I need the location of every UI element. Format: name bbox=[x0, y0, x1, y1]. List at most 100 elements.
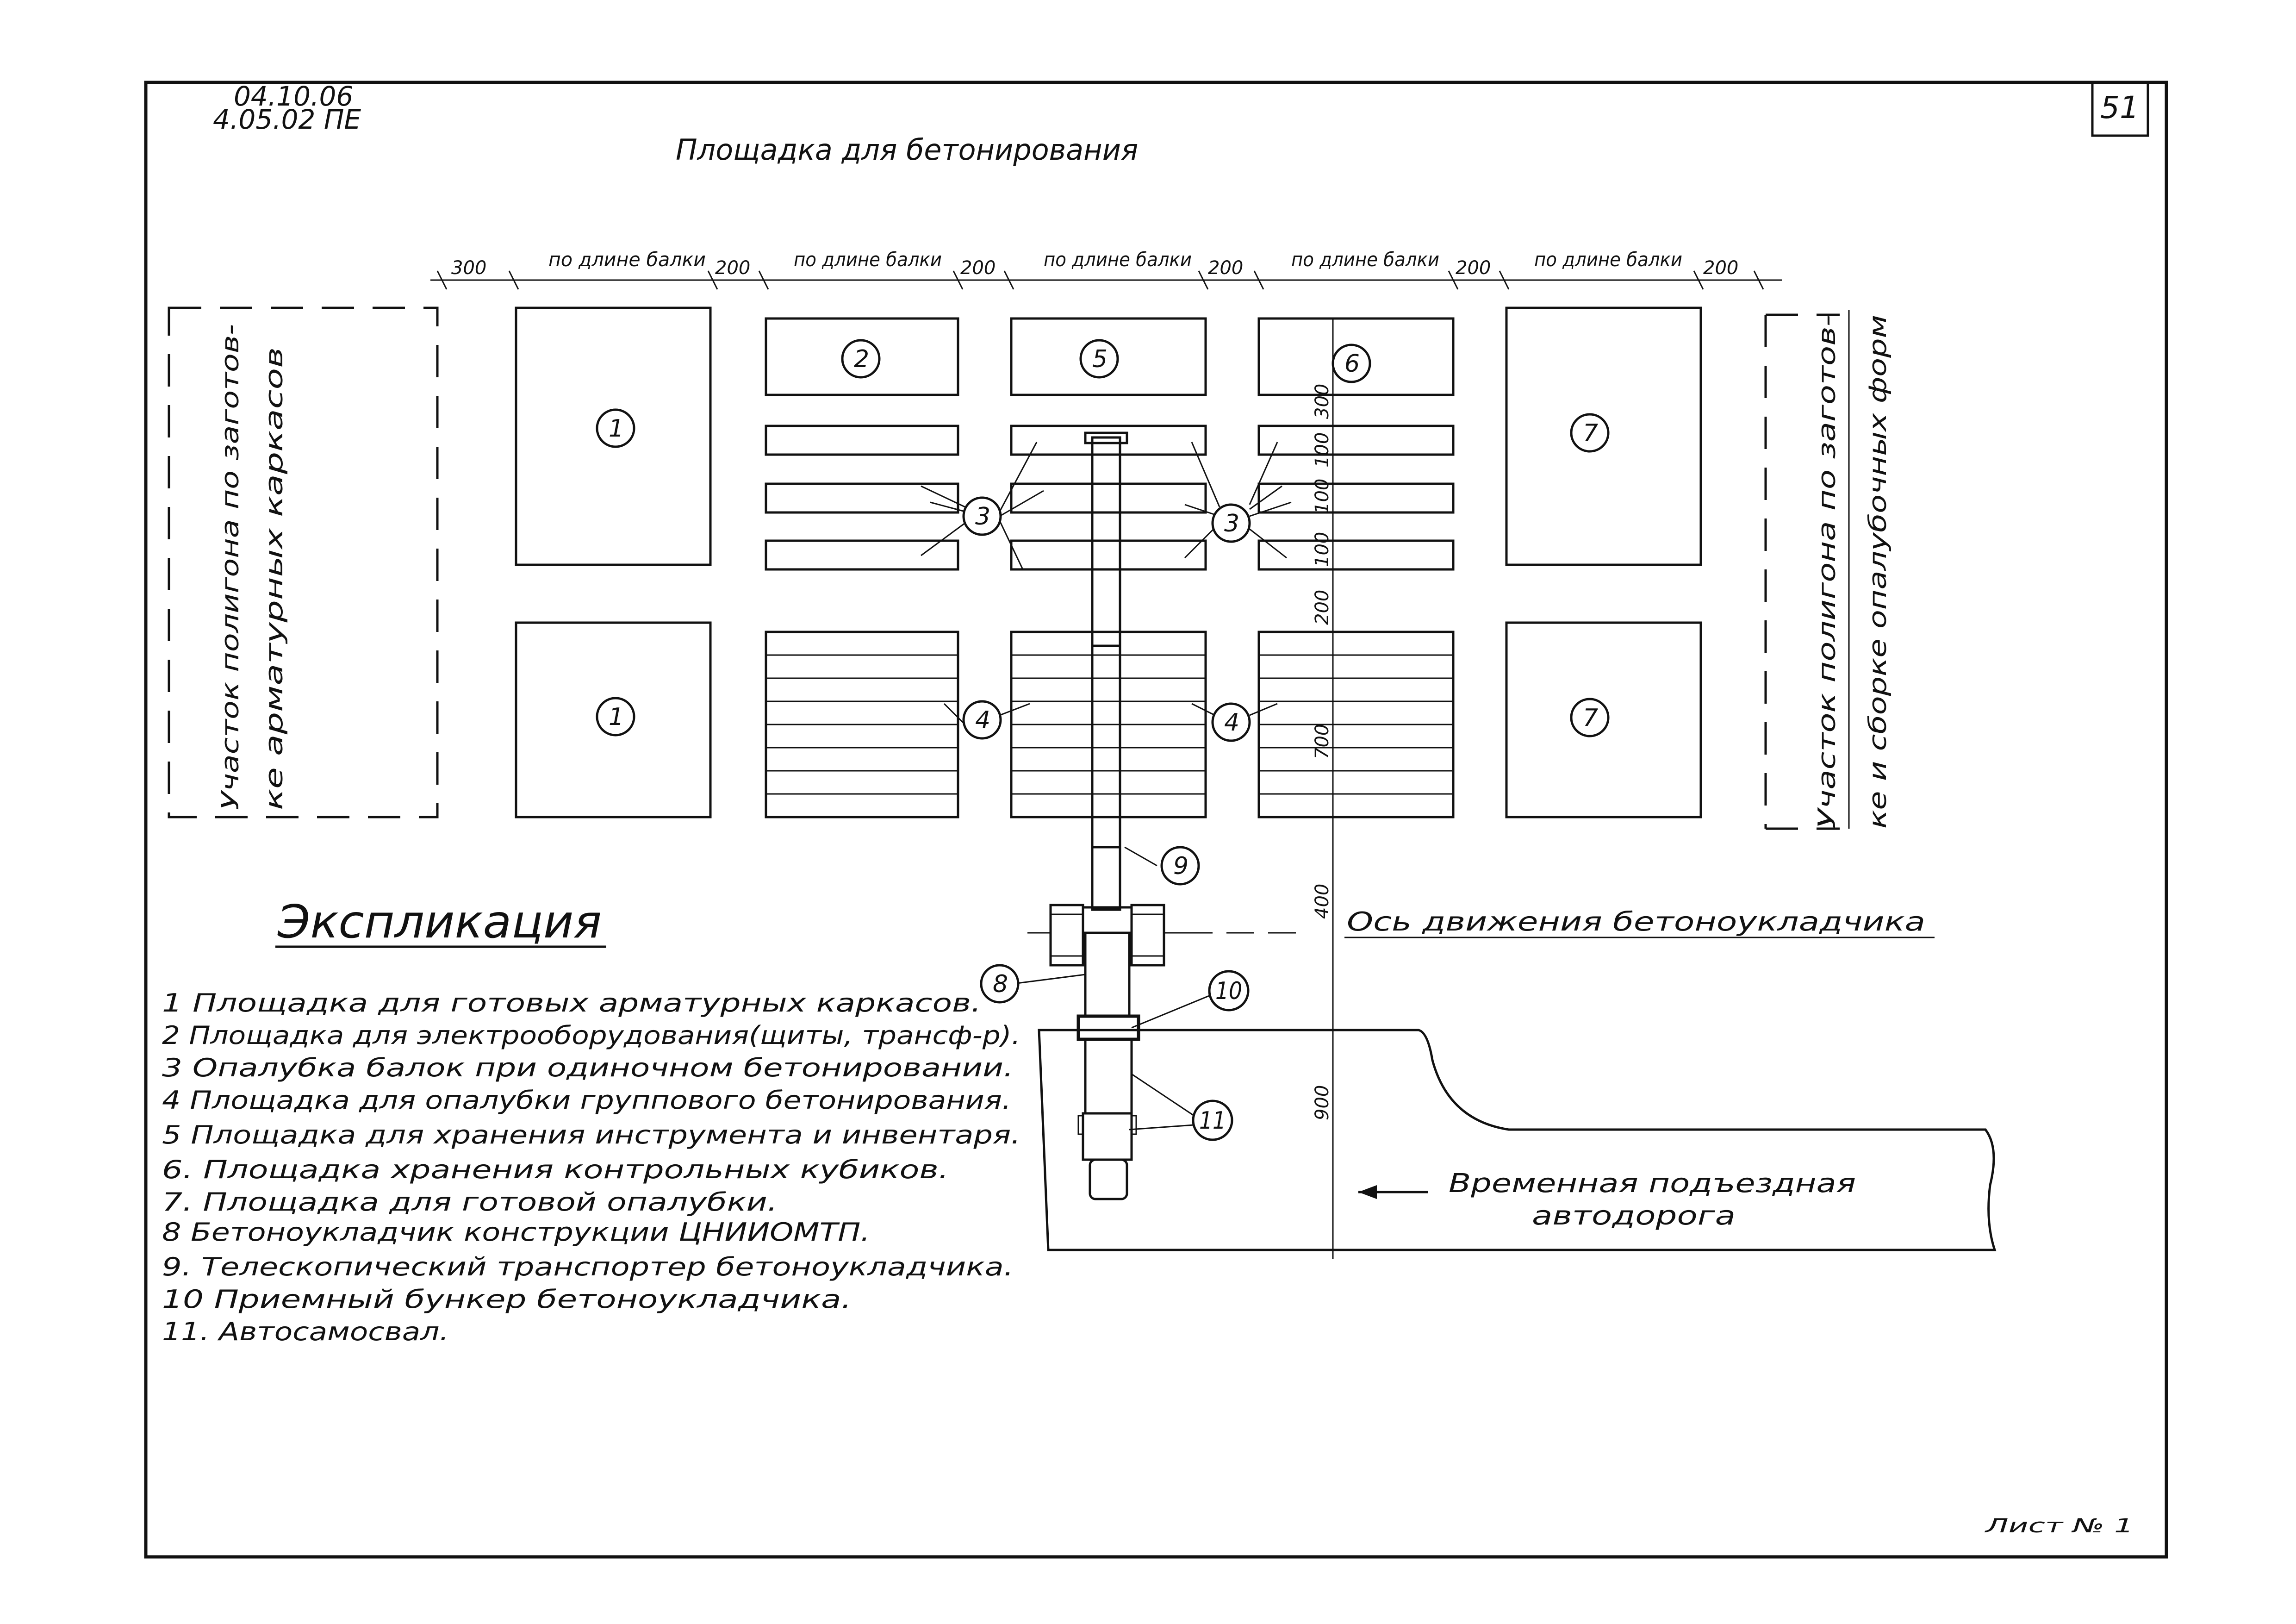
sheet-number: 51 bbox=[2100, 90, 2139, 125]
area-7-bottom bbox=[1505, 621, 1702, 818]
area-1-bottom bbox=[515, 621, 712, 818]
svg-text:4: 4 bbox=[975, 706, 990, 734]
axis-label: Ось движения бетоноукладчика bbox=[1347, 907, 1925, 937]
svg-text:7: 7 bbox=[1583, 419, 1598, 447]
concrete-placer bbox=[1027, 904, 1310, 1018]
dim-200-5: 200 bbox=[1703, 257, 1738, 279]
sheet-label: Лист № 1 bbox=[1984, 1514, 2134, 1537]
svg-text:5: 5 bbox=[1092, 345, 1108, 373]
leader-lines bbox=[921, 442, 1292, 1131]
left-zone-boundary bbox=[168, 306, 439, 818]
dump-truck bbox=[1077, 1038, 1137, 1200]
road-label-line2: автодорога bbox=[1532, 1201, 1736, 1231]
vdim-100-2: 100 bbox=[1312, 479, 1333, 514]
right-zone-boundary bbox=[1764, 313, 1840, 830]
vdim-100-3: 100 bbox=[1312, 532, 1333, 567]
dim-beam-length-5: по длине балки bbox=[1534, 248, 1682, 271]
vdim-400: 400 bbox=[1312, 884, 1333, 919]
svg-text:4: 4 bbox=[1224, 709, 1239, 737]
svg-text:3: 3 bbox=[975, 503, 990, 531]
left-zone-label-line2: ке арматурных каркасов bbox=[261, 347, 288, 810]
dim-200-1: 200 bbox=[715, 257, 750, 279]
beam-form-b3 bbox=[1010, 539, 1207, 571]
right-zone-label-line2: ке и сборке опалубочных форм bbox=[1864, 315, 1892, 829]
dim-300: 300 bbox=[451, 257, 486, 279]
explication-item-8: 8 Бетоноукладчик конструкции ЦНИИОМТП. bbox=[162, 1218, 870, 1247]
area-4-right bbox=[1257, 631, 1455, 818]
marker-1-bottom: 1 bbox=[596, 697, 635, 737]
explication-item-9: 9. Телескопический транспортер бетоноукл… bbox=[162, 1252, 1014, 1281]
dim-200-3: 200 bbox=[1208, 257, 1243, 279]
svg-text:8: 8 bbox=[993, 970, 1008, 998]
svg-text:9: 9 bbox=[1173, 852, 1188, 880]
sheet-number-box bbox=[2091, 81, 2149, 137]
area-7-top bbox=[1505, 306, 1702, 566]
marker-9: 9 bbox=[1160, 846, 1200, 886]
left-zone-label-line1: Участок полигона по заготов- bbox=[217, 324, 244, 810]
explication-item-6: 6. Площадка хранения контрольных кубиков… bbox=[162, 1155, 949, 1184]
explication-item-3: 3 Опалубка балок при одиночном бетониров… bbox=[162, 1053, 1014, 1082]
explication-item-10: 10 Приемный бункер бетоноукладчика. bbox=[162, 1285, 852, 1314]
dim-200-4: 200 bbox=[1456, 257, 1491, 279]
area-2 bbox=[765, 317, 959, 396]
dim-beam-length-4: по длине балки bbox=[1291, 248, 1439, 271]
svg-text:1: 1 bbox=[609, 703, 624, 731]
area-5 bbox=[1010, 317, 1207, 396]
dim-beam-length-1: по длине балки bbox=[548, 248, 706, 271]
marker-1-top: 1 bbox=[596, 408, 635, 448]
marker-2: 2 bbox=[841, 339, 881, 379]
svg-text:1: 1 bbox=[609, 415, 624, 443]
marker-7-top: 7 bbox=[1570, 413, 1610, 453]
vdim-900: 900 bbox=[1312, 1085, 1333, 1120]
svg-text:6: 6 bbox=[1344, 350, 1360, 378]
marker-10: 10 bbox=[1208, 970, 1250, 1012]
marker-8: 8 bbox=[980, 964, 1020, 1004]
svg-text:7: 7 bbox=[1583, 704, 1598, 732]
beam-form-b2 bbox=[1010, 482, 1207, 514]
area-1-top bbox=[515, 306, 712, 566]
access-road bbox=[1038, 1029, 1997, 1251]
explication-item-1: 1 Площадка для готовых арматурных каркас… bbox=[162, 988, 981, 1018]
beam-form-a1 bbox=[765, 425, 959, 456]
explication-item-4: 4 Площадка для опалубки группового бетон… bbox=[162, 1086, 1011, 1115]
explication-item-2: 2 Площадка для электрооборудования(щиты,… bbox=[162, 1021, 1020, 1050]
drawing-code-line2: 4.05.02 ПЕ bbox=[213, 104, 361, 135]
area-6 bbox=[1257, 317, 1455, 396]
receiving-hopper bbox=[1076, 1014, 1140, 1041]
road-arrow-head bbox=[1358, 1185, 1377, 1199]
explication-item-11: 11. Автосамосвал. bbox=[162, 1317, 449, 1346]
vdim-200: 200 bbox=[1312, 590, 1333, 625]
beam-form-c3 bbox=[1257, 539, 1455, 571]
marker-5: 5 bbox=[1079, 339, 1119, 379]
beam-form-c1 bbox=[1257, 425, 1455, 456]
dim-beam-length-3: по длине балки bbox=[1044, 248, 1192, 271]
vdim-700: 700 bbox=[1312, 724, 1333, 759]
area-4-left bbox=[765, 631, 959, 818]
svg-text:3: 3 bbox=[1224, 510, 1239, 537]
vdim-300: 300 bbox=[1312, 384, 1333, 419]
sheet-frame bbox=[144, 81, 2168, 1559]
beam-form-a3 bbox=[765, 539, 959, 571]
svg-text:10: 10 bbox=[1215, 977, 1242, 1005]
drawing-title: Площадка для бетонирования bbox=[676, 133, 1138, 167]
telescopic-conveyor bbox=[1084, 431, 1128, 911]
marker-4-left: 4 bbox=[962, 700, 1002, 740]
marker-6: 6 bbox=[1332, 344, 1371, 383]
dimension-ticks bbox=[436, 270, 1764, 290]
area-4-center bbox=[1010, 631, 1207, 818]
explication-item-5: 5 Площадка для хранения инструмента и ин… bbox=[162, 1120, 1020, 1149]
vdim-100-1: 100 bbox=[1312, 432, 1333, 468]
road-label-line1: Временная подъездная bbox=[1449, 1168, 1856, 1199]
drawing-code-line1: 04.10.06 bbox=[234, 81, 353, 112]
marker-3-right: 3 bbox=[1211, 503, 1251, 543]
marker-3-left: 3 bbox=[962, 496, 1002, 536]
beam-form-b1 bbox=[1010, 425, 1207, 456]
dim-200-2: 200 bbox=[960, 257, 996, 279]
marker-11: 11 bbox=[1192, 1099, 1233, 1141]
explication-item-7: 7. Площадка для готовой опалубки. bbox=[162, 1187, 778, 1217]
right-zone-label-line1: Участок полигона по заготов- bbox=[1813, 315, 1841, 829]
dim-beam-length-2: по длине балки bbox=[794, 248, 942, 271]
marker-7-bottom: 7 bbox=[1570, 698, 1610, 737]
beam-form-c2 bbox=[1257, 482, 1455, 514]
